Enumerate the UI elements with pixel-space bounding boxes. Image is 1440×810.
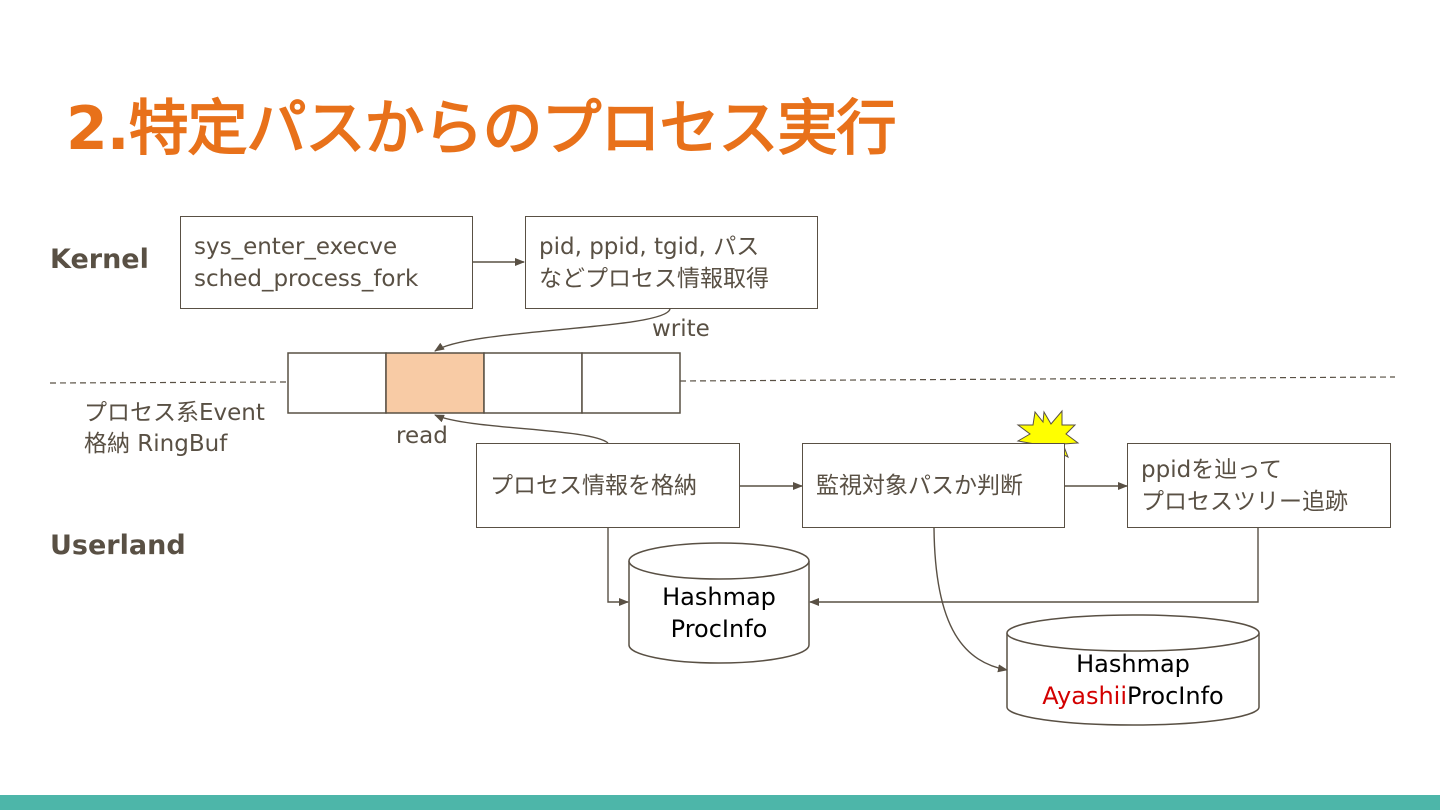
node-tracepoints-line2: sched_process_fork <box>194 265 419 292</box>
layer-divider-right <box>679 376 1396 382</box>
cylinder-procinfo <box>628 542 810 664</box>
edge-judge-to-ayashii <box>933 527 1008 673</box>
node-judge-path: 監視対象パスか判断 <box>802 443 1065 528</box>
ringbuf <box>287 352 681 414</box>
edge-store-to-procinfo <box>607 528 629 606</box>
footer-bar <box>0 795 1440 810</box>
edge-label-write: write <box>652 316 710 342</box>
node-tracepoints: sys_enter_execve sched_process_fork <box>180 216 473 309</box>
store-ayashii-line2: AyashiiProcInfo <box>1007 680 1259 712</box>
store-ayashii-rest: ProcInfo <box>1127 682 1224 710</box>
node-get-info: pid, ppid, tgid, パス などプロセス情報取得 <box>525 216 818 309</box>
node-trace-tree-line1: ppidを辿って <box>1141 456 1283 483</box>
node-judge-path-line1: 監視対象パスか判断 <box>816 472 1023 499</box>
ringbuf-cell <box>581 352 681 414</box>
cylinder-ayashii <box>1006 614 1260 726</box>
ringbuf-label-line1: プロセス系Event <box>84 400 265 426</box>
node-get-info-line2: などプロセス情報取得 <box>539 265 769 292</box>
edge-trace-to-procinfo <box>809 528 1259 606</box>
userland-layer-label: Userland <box>50 530 186 561</box>
store-procinfo-label: Hashmap ProcInfo <box>629 581 809 645</box>
ringbuf-label: プロセス系Event 格納 RingBuf <box>84 398 265 460</box>
node-get-info-line1: pid, ppid, tgid, パス <box>539 233 760 260</box>
layer-divider-left <box>49 381 289 384</box>
node-tracepoints-line1: sys_enter_execve <box>194 233 398 260</box>
edge-read <box>434 414 609 444</box>
kernel-layer-label: Kernel <box>50 244 149 275</box>
node-store-info-line1: プロセス情報を格納 <box>490 472 697 499</box>
store-procinfo-line2: ProcInfo <box>670 615 768 643</box>
ringbuf-cell <box>287 352 387 414</box>
slide-title: 2.特定パスからのプロセス実行 <box>66 94 897 164</box>
node-store-info: プロセス情報を格納 <box>476 443 740 528</box>
node-trace-tree: ppidを辿って プロセスツリー追跡 <box>1127 443 1391 528</box>
ringbuf-label-line2: 格納 RingBuf <box>84 431 228 457</box>
ringbuf-cell <box>483 352 583 414</box>
ringbuf-cell-active <box>385 352 485 414</box>
edge-label-read: read <box>396 423 448 449</box>
store-ayashii-label: Hashmap AyashiiProcInfo <box>1007 648 1259 712</box>
store-procinfo-line1: Hashmap <box>662 583 776 611</box>
store-ayashii-accent: Ayashii <box>1042 682 1128 710</box>
store-ayashii-line1: Hashmap <box>1076 650 1190 678</box>
edge-write <box>434 308 671 352</box>
node-trace-tree-line2: プロセスツリー追跡 <box>1141 488 1348 515</box>
